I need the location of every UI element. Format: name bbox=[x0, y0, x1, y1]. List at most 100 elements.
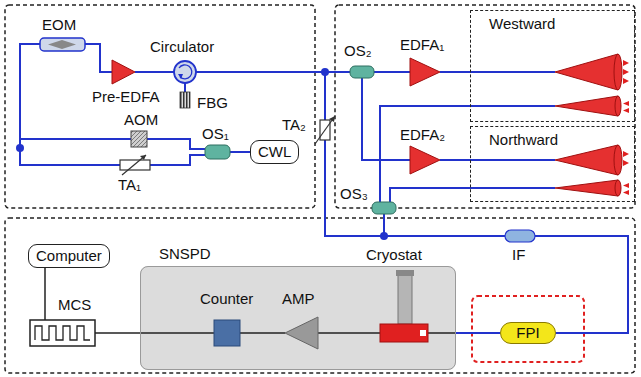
component-label: Pre-EDFA bbox=[92, 88, 160, 105]
node-text: Computer bbox=[36, 247, 102, 265]
component-label: AOM bbox=[124, 111, 158, 128]
circulator-symbol bbox=[178, 74, 183, 79]
fiber-junction bbox=[16, 68, 388, 240]
attenuator-symbol bbox=[315, 116, 335, 144]
node-text: SNSPD bbox=[159, 245, 211, 263]
mcs-symbol bbox=[35, 326, 90, 340]
component-label: MCS bbox=[58, 296, 91, 313]
telescope-symbol bbox=[555, 96, 618, 116]
cryostat-symbol bbox=[380, 270, 428, 342]
aom-symbol bbox=[131, 131, 147, 147]
telescope-symbol bbox=[615, 180, 621, 196]
interferometer: FPI bbox=[500, 322, 556, 344]
beam-arrow bbox=[623, 108, 629, 113]
circulator-symbol bbox=[174, 61, 196, 83]
attenuator-symbol bbox=[120, 155, 150, 175]
amplifier-symbol bbox=[285, 317, 318, 349]
fiber bbox=[440, 159, 555, 161]
amplifier-symbol bbox=[410, 146, 440, 174]
telescope-symbol bbox=[555, 180, 618, 196]
telescope-group: Westward bbox=[470, 10, 635, 122]
region-border bbox=[335, 5, 635, 208]
fiber-junction bbox=[321, 68, 329, 76]
amplifier-symbol bbox=[112, 60, 135, 84]
telescope-group: Northward bbox=[470, 126, 635, 202]
fiber bbox=[184, 83, 186, 92]
node-text: Westward bbox=[489, 15, 634, 33]
telescope-symbol bbox=[555, 145, 618, 175]
fiber bbox=[20, 44, 40, 148]
beam-arrow bbox=[623, 78, 629, 84]
beam-arrow bbox=[623, 60, 629, 66]
eom-symbol bbox=[48, 40, 76, 49]
telescope-symbol bbox=[555, 54, 622, 196]
signal-wire bbox=[240, 332, 285, 334]
component-label: EOM bbox=[42, 16, 76, 33]
fiber bbox=[440, 71, 555, 73]
mcs-symbol bbox=[30, 320, 95, 346]
counter-symbol bbox=[214, 320, 240, 346]
node-text: FPI bbox=[507, 324, 549, 342]
circulator-symbol bbox=[179, 65, 192, 79]
cryostat-symbol bbox=[420, 330, 426, 336]
computer-box: Computer bbox=[28, 244, 110, 268]
attenuator-symbol bbox=[315, 116, 335, 144]
fbg-symbol bbox=[180, 92, 190, 108]
signal-wire bbox=[428, 332, 456, 334]
beam-arrow bbox=[623, 160, 629, 166]
attenuator-symbol bbox=[120, 160, 150, 170]
telescope-symbol bbox=[555, 54, 618, 90]
component-label: IF bbox=[512, 246, 525, 263]
node-text: Northward bbox=[489, 131, 634, 149]
component-label: Circulator bbox=[150, 38, 214, 55]
fiber bbox=[135, 71, 174, 73]
fiber bbox=[324, 72, 326, 120]
mcs-symbol bbox=[30, 320, 95, 346]
telescope-symbol bbox=[614, 54, 622, 90]
component-label: Cryostat bbox=[366, 246, 422, 263]
signal-wire bbox=[45, 268, 456, 333]
fiber bbox=[20, 44, 628, 333]
filter-symbol bbox=[505, 230, 535, 242]
cryostat-symbol bbox=[380, 324, 428, 342]
signal-wire bbox=[318, 332, 380, 334]
cryostat-symbol bbox=[396, 270, 414, 276]
fiber bbox=[390, 188, 555, 202]
fiber bbox=[380, 106, 555, 202]
splitter-symbol bbox=[205, 145, 230, 159]
region-border bbox=[5, 5, 315, 208]
amplifier-symbol bbox=[410, 58, 440, 86]
component-label: EDFA₂ bbox=[400, 126, 445, 143]
beam-arrow bbox=[623, 60, 629, 195]
beam-arrow bbox=[623, 101, 629, 106]
fiber bbox=[20, 148, 120, 165]
fiber bbox=[230, 151, 250, 153]
fiber-junction bbox=[16, 144, 24, 152]
fiber-junction bbox=[380, 232, 388, 240]
component-label: TA₂ bbox=[282, 116, 306, 133]
beam-arrow bbox=[623, 190, 629, 195]
fiber bbox=[85, 44, 112, 72]
snspd-fill bbox=[140, 266, 456, 370]
beam-arrow bbox=[623, 151, 629, 157]
component-label: Counter bbox=[200, 290, 253, 307]
beam-arrow bbox=[623, 183, 629, 188]
signal-wire bbox=[44, 268, 46, 320]
telescope-symbol bbox=[614, 145, 622, 175]
circulator-symbol bbox=[174, 61, 196, 83]
splitter-symbol bbox=[350, 66, 374, 78]
component-label: AMP bbox=[282, 290, 315, 307]
eom-symbol bbox=[40, 38, 85, 51]
node-text: CWL bbox=[258, 143, 291, 161]
attenuator-symbol bbox=[122, 155, 146, 175]
fpi-enclosure bbox=[472, 296, 584, 362]
beam-arrow bbox=[623, 69, 629, 75]
component-label: TA₁ bbox=[118, 176, 141, 193]
detector-box: SNSPD bbox=[140, 266, 456, 370]
component-label: FBG bbox=[197, 94, 228, 111]
component-label: EDFA₁ bbox=[400, 36, 444, 53]
fiber bbox=[147, 139, 205, 149]
